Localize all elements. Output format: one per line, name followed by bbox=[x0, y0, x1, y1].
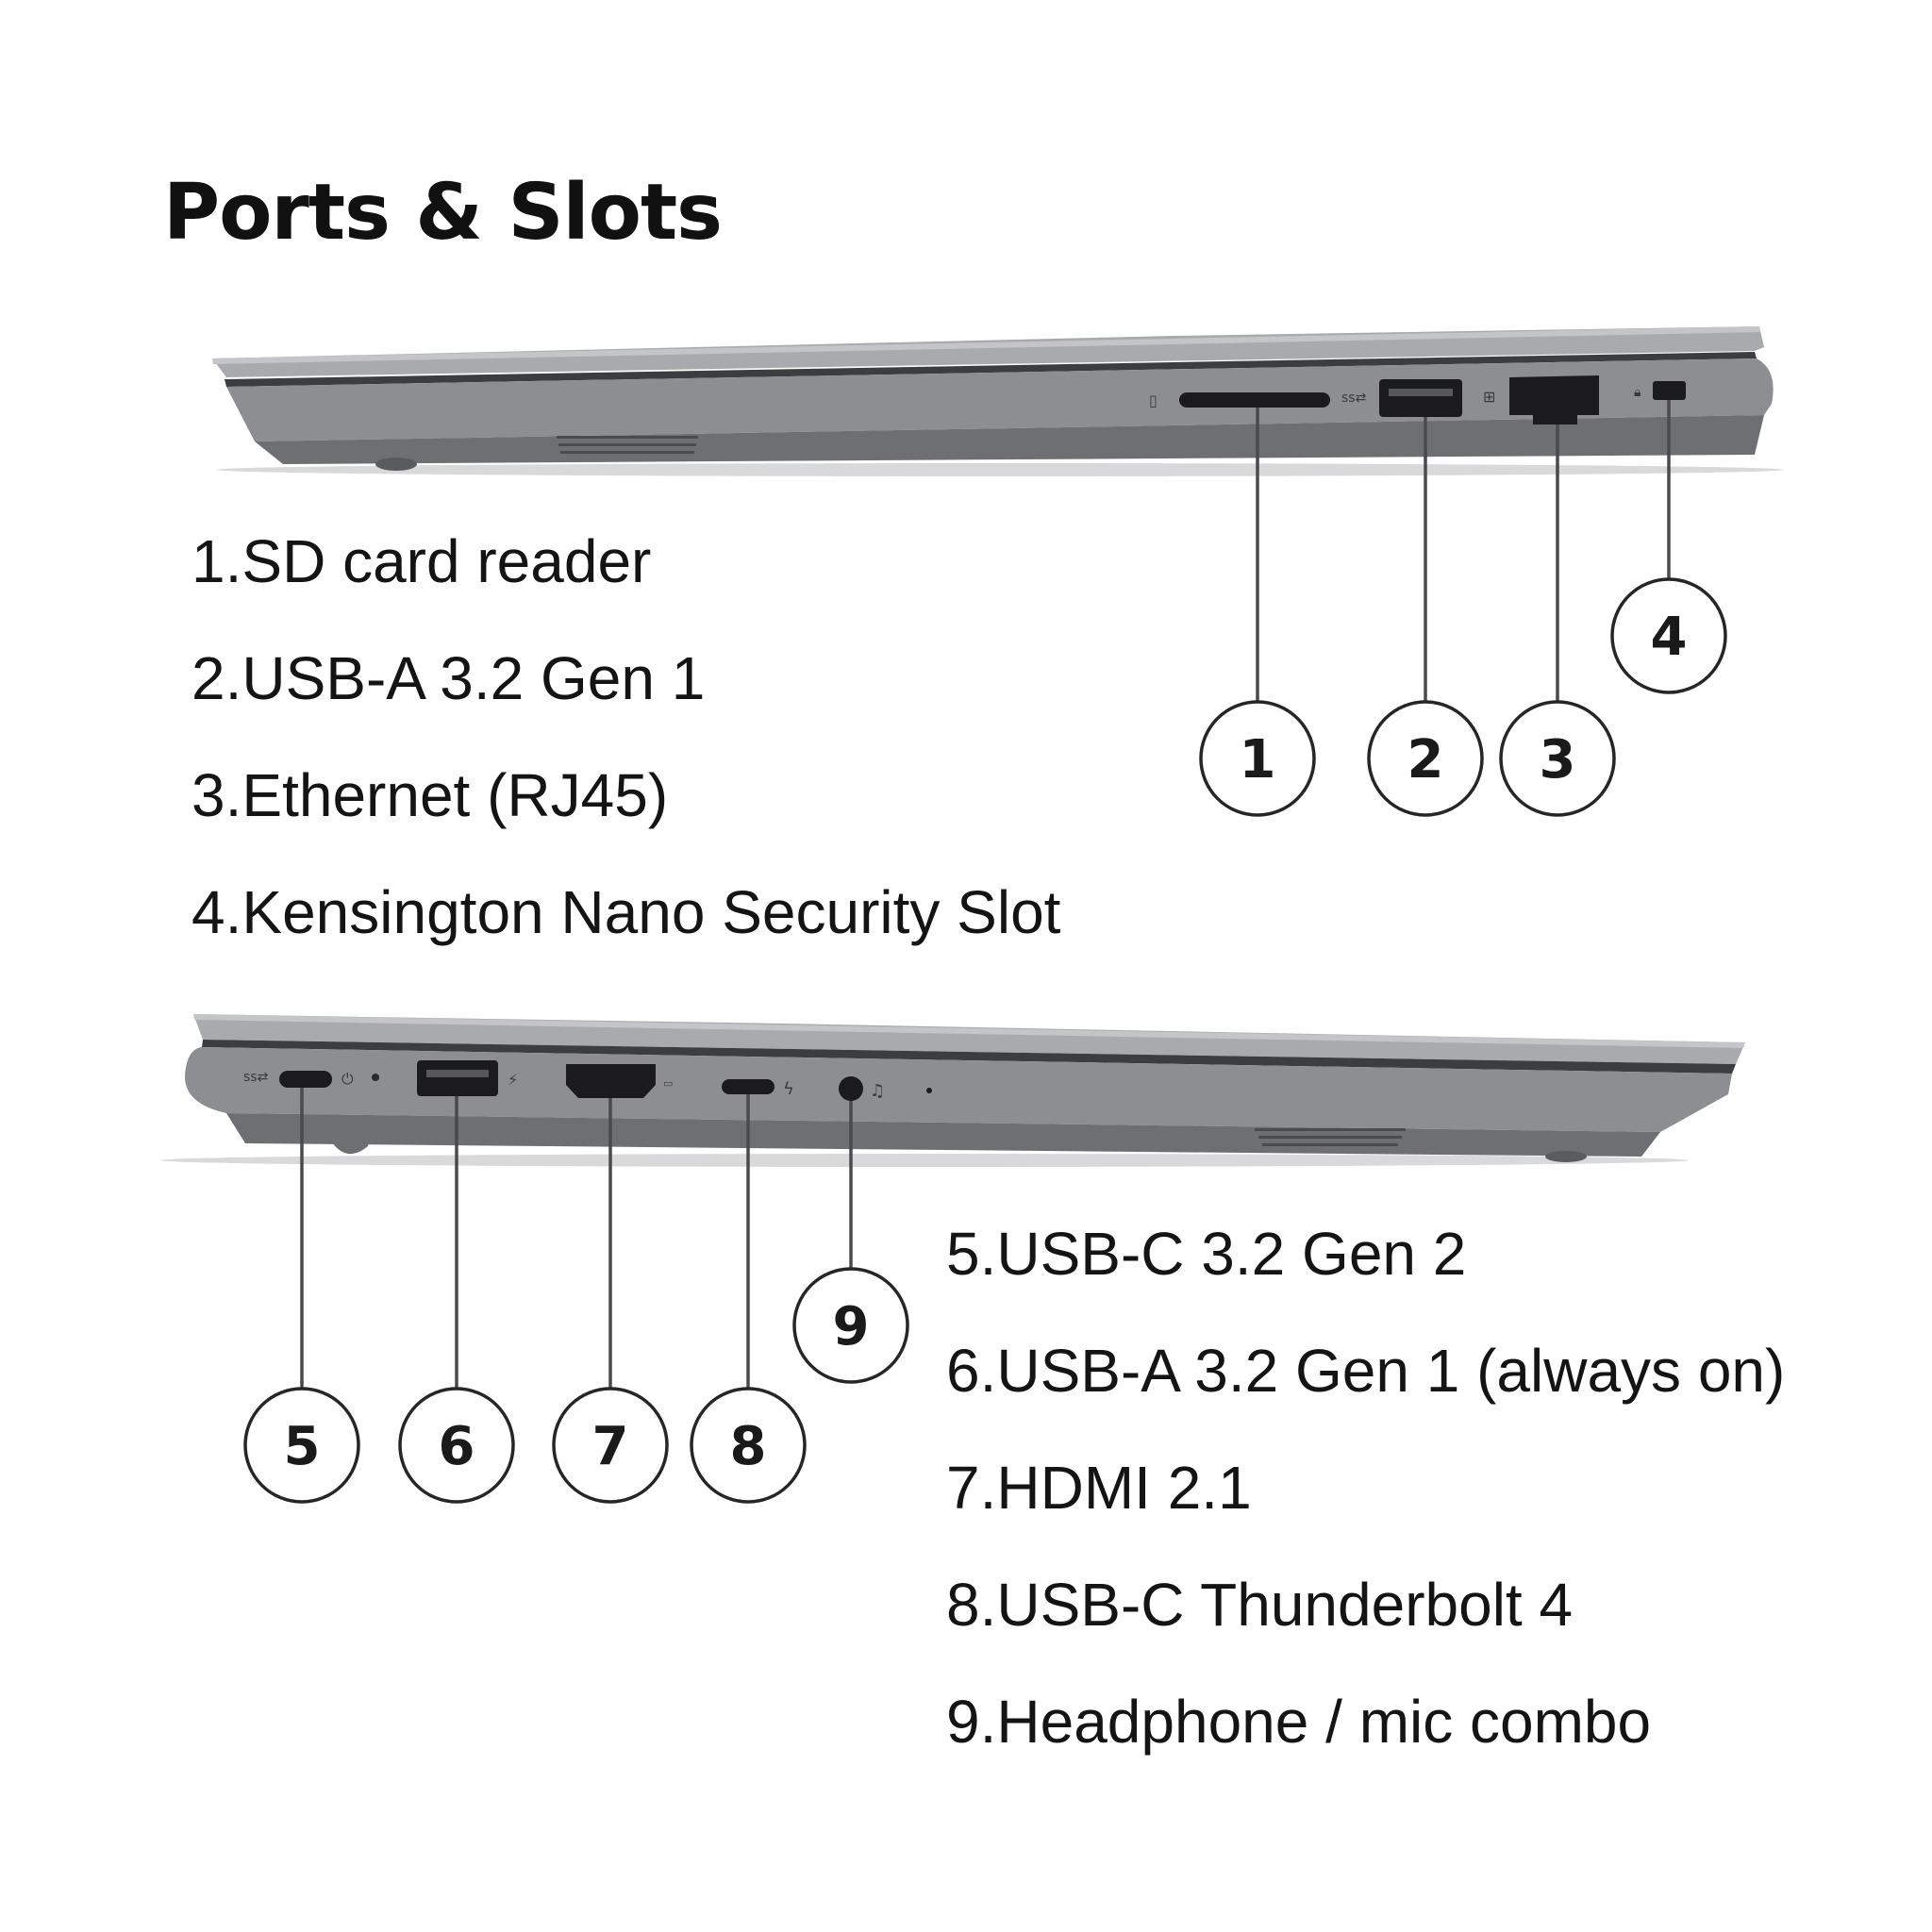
laptop-left-vent bbox=[1255, 1128, 1406, 1146]
headphone-icon: ♫ bbox=[870, 1081, 885, 1101]
thunderbolt-icon: ϟ bbox=[783, 1079, 794, 1099]
laptop-right-lid-highlight bbox=[212, 326, 1760, 364]
callout-5-number: 5 bbox=[284, 1416, 321, 1477]
port-label-2: 2.USB-A 3.2 Gen 1 bbox=[192, 644, 706, 712]
laptop-left-shadow bbox=[160, 1154, 1689, 1167]
callout-6-number: 6 bbox=[439, 1416, 475, 1477]
usb-a-port-right-tongue bbox=[1389, 389, 1453, 396]
callout-5: 5 bbox=[243, 1387, 360, 1504]
mic-hole bbox=[926, 1088, 932, 1093]
usb-icon-left: ⚡︎ bbox=[508, 1071, 518, 1089]
sd-card-icon: ▯ bbox=[1149, 391, 1158, 409]
callout-6: 6 bbox=[398, 1387, 515, 1504]
callout-7-number: 7 bbox=[592, 1416, 629, 1477]
usb-c-icon: ss⇄ bbox=[243, 1070, 269, 1085]
callout-8: 8 bbox=[690, 1387, 807, 1504]
laptop-right-seam bbox=[225, 352, 1757, 387]
callout-2-number: 2 bbox=[1407, 729, 1444, 791]
status-led bbox=[372, 1074, 379, 1081]
laptop-right-foot bbox=[375, 458, 417, 471]
callout-2: 2 bbox=[1367, 700, 1484, 817]
callout-8-number: 8 bbox=[730, 1416, 767, 1477]
laptop-right-vent bbox=[557, 436, 698, 454]
usb-a-port-left-tongue bbox=[426, 1070, 489, 1077]
callout-1-number: 1 bbox=[1240, 729, 1276, 791]
ethernet-icon: ⊞ bbox=[1483, 388, 1495, 406]
thunderbolt-port bbox=[722, 1079, 774, 1094]
port-label-3: 3.Ethernet (RJ45) bbox=[192, 761, 669, 829]
page-title: Ports & Slots bbox=[163, 168, 723, 258]
ethernet-port bbox=[1509, 375, 1599, 425]
laptop-left-foot bbox=[1545, 1151, 1587, 1162]
port-label-4: 4.Kensington Nano Security Slot bbox=[192, 878, 1061, 946]
callout-7: 7 bbox=[552, 1387, 669, 1504]
callout-9-number: 9 bbox=[833, 1296, 870, 1357]
laptop-right-hinge-foot bbox=[1571, 419, 1618, 454]
callout-3: 3 bbox=[1499, 700, 1616, 817]
power-icon: ⏻ bbox=[341, 1070, 354, 1088]
callout-9: 9 bbox=[792, 1267, 909, 1384]
usb-icon: ss⇄ bbox=[1341, 391, 1367, 406]
kensington-slot bbox=[1653, 381, 1686, 400]
callout-1: 1 bbox=[1199, 700, 1316, 817]
hdmi-port bbox=[566, 1064, 656, 1098]
callout-4: 4 bbox=[1610, 577, 1727, 694]
laptop-right-shadow bbox=[217, 463, 1783, 476]
port-label-5: 5.USB-C 3.2 Gen 2 bbox=[946, 1220, 1467, 1288]
port-label-6: 6.USB-A 3.2 Gen 1 (always on) bbox=[946, 1337, 1786, 1405]
port-label-8: 8.USB-C Thunderbolt 4 bbox=[946, 1571, 1574, 1639]
laptop-left-hinge-foot bbox=[321, 1121, 373, 1155]
port-label-1: 1.SD card reader bbox=[192, 527, 652, 595]
hdmi-icon: ▭ bbox=[663, 1077, 673, 1090]
port-label-7: 7.HDMI 2.1 bbox=[946, 1454, 1252, 1522]
callout-3-number: 3 bbox=[1540, 729, 1576, 791]
usb-c-port-left bbox=[279, 1071, 332, 1088]
callout-4-number: 4 bbox=[1651, 607, 1688, 668]
laptop-left-seam bbox=[202, 1040, 1736, 1074]
lock-icon: 🔒︎ bbox=[1634, 385, 1641, 400]
laptop-left-lid-highlight bbox=[193, 1014, 1745, 1048]
sd-card-slot bbox=[1179, 392, 1330, 408]
port-label-9: 9.Headphone / mic combo bbox=[946, 1688, 1652, 1756]
usb-a-port-left bbox=[417, 1060, 498, 1096]
audio-jack bbox=[839, 1076, 863, 1101]
